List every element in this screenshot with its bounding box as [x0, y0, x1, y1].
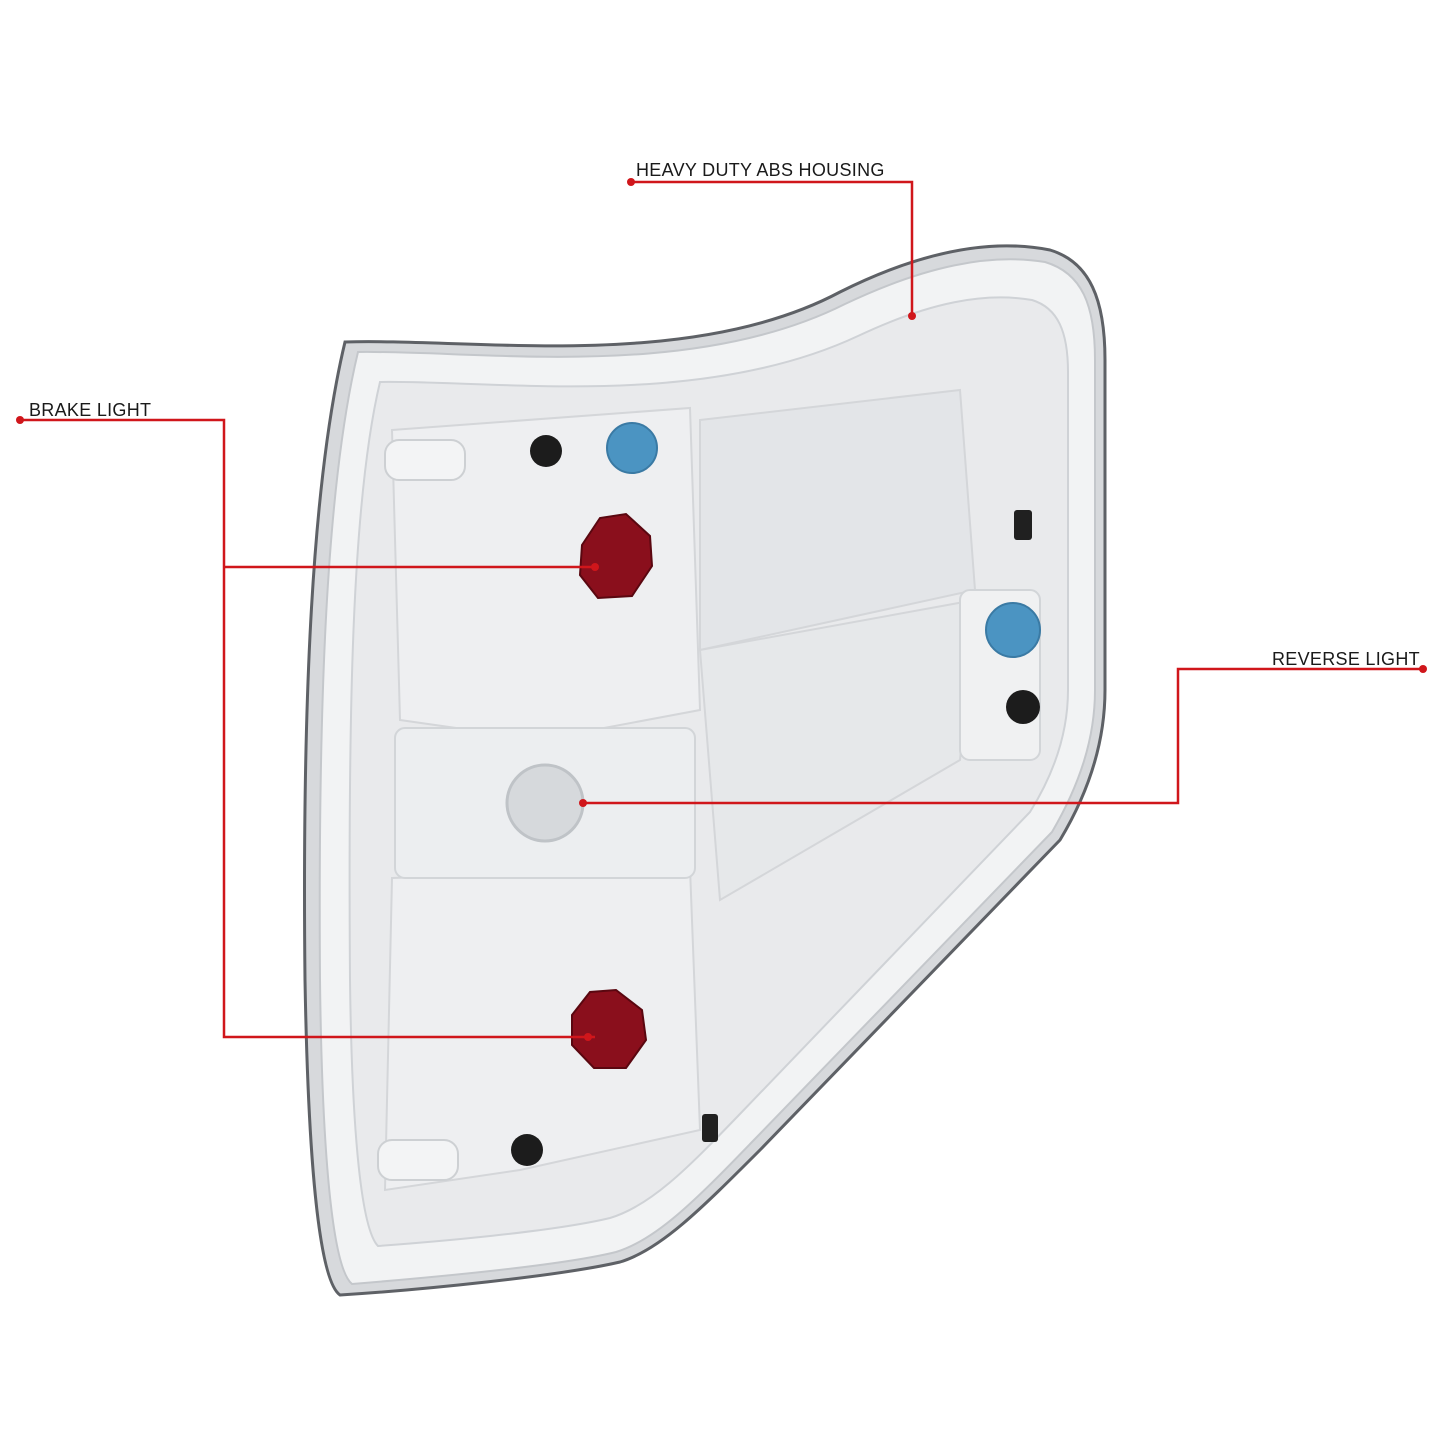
- brake-leader-line: [20, 418, 595, 1039]
- housing-callout-label: HEAVY DUTY ABS HOUSING: [636, 160, 885, 180]
- upper-grommet: [530, 435, 562, 467]
- lower-grommet: [511, 1134, 543, 1166]
- brake-leader-dot-start: [16, 416, 24, 424]
- reverse-leader-dot-start: [1419, 665, 1427, 673]
- brake-light-callout-label: BRAKE LIGHT: [29, 400, 152, 420]
- brake-leader-dot-upper: [591, 563, 599, 571]
- middle-step-panel: [698, 598, 977, 902]
- reverse-leader-line: [583, 667, 1423, 805]
- upper-socket-block: [390, 406, 702, 742]
- housing-leader-dot-start: [627, 178, 635, 186]
- housing-leader-dot-end: [908, 312, 916, 320]
- upper-brake-socket: [578, 512, 654, 600]
- housing-leader-line: [631, 180, 914, 316]
- upper-right-stud: [1014, 510, 1032, 540]
- reverse-leader-dot-end: [579, 799, 587, 807]
- lower-brake-socket: [571, 988, 648, 1069]
- right-grommet: [1006, 690, 1040, 724]
- lower-left-clip: [377, 1139, 459, 1181]
- brake-leader-dot-lower: [584, 1033, 592, 1041]
- reverse-light-callout-label: REVERSE LIGHT: [1272, 649, 1420, 669]
- lower-right-stud: [702, 1114, 718, 1142]
- right-blue-plug: [985, 602, 1041, 658]
- upper-left-clip: [384, 439, 466, 481]
- upper-blue-plug: [606, 422, 658, 474]
- reverse-bulb-socket: [505, 763, 585, 843]
